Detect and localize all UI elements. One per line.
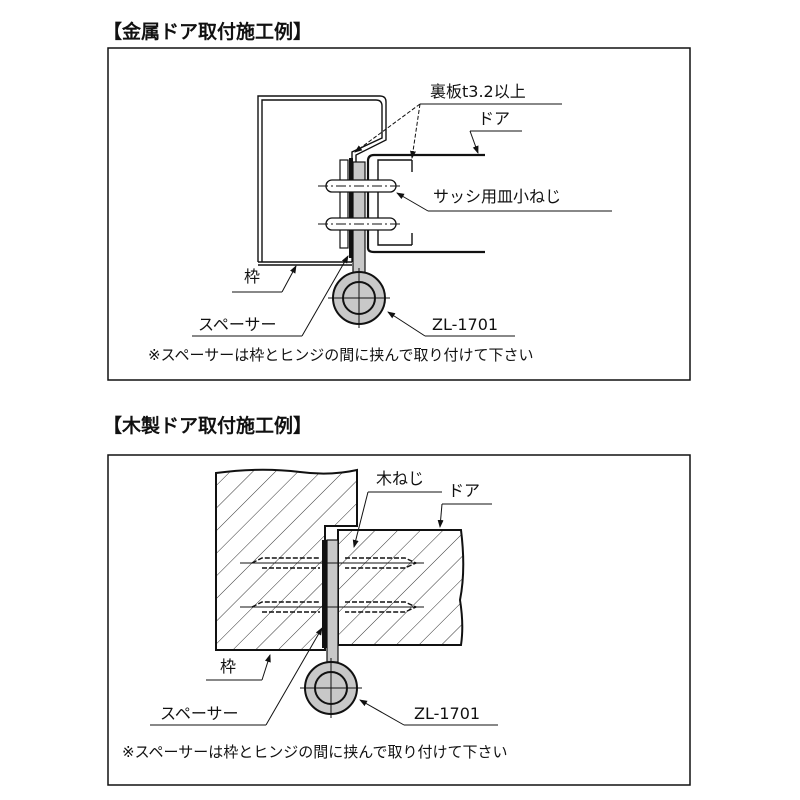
- wood-screw-2: [240, 601, 424, 613]
- label-metal-spacer: スペーサー: [198, 315, 277, 334]
- wood-section-frame: [107, 454, 691, 786]
- label-metal-door: ドア: [478, 109, 510, 128]
- label-wood-frame: 枠: [220, 657, 236, 676]
- wood-section-title: 【木製ドア取付施工例】: [103, 414, 312, 437]
- metal-frame-outline: [261, 99, 383, 262]
- label-wood-door: ドア: [448, 481, 480, 500]
- wood-hinge-leaf: [326, 539, 339, 663]
- metal-spacer: [349, 158, 353, 258]
- metal-frame-outline-inner: [257, 95, 387, 262]
- wood-frame: [215, 468, 358, 651]
- metal-note: ※スペーサーは枠とヒンジの間に挟んで取り付けて下さい: [148, 346, 533, 364]
- wood-spacer: [322, 540, 327, 648]
- label-sash-screw: サッシ用皿小ねじ: [433, 187, 561, 206]
- wood-note: ※スペーサーは枠とヒンジの間に挟んで取り付けて下さい: [122, 743, 507, 761]
- label-wood-screw: 木ねじ: [376, 469, 424, 488]
- wood-door: [337, 529, 465, 646]
- label-metal-model: ZL-1701: [432, 315, 498, 334]
- wood-screw-1: [240, 557, 424, 569]
- metal-section-frame: [107, 47, 691, 381]
- label-wood-model: ZL-1701: [414, 704, 480, 723]
- wood-door-drawing: [215, 468, 465, 718]
- label-wood-spacer: スペーサー: [160, 704, 239, 723]
- metal-door-drawing: [257, 95, 485, 328]
- metal-door-outline: [366, 153, 485, 254]
- label-metal-frame: 枠: [244, 267, 260, 286]
- metal-section-title: 【金属ドア取付施工例】: [103, 20, 312, 43]
- label-back-plate: 裏板t3.2以上: [430, 82, 526, 101]
- back-plate: [339, 159, 349, 249]
